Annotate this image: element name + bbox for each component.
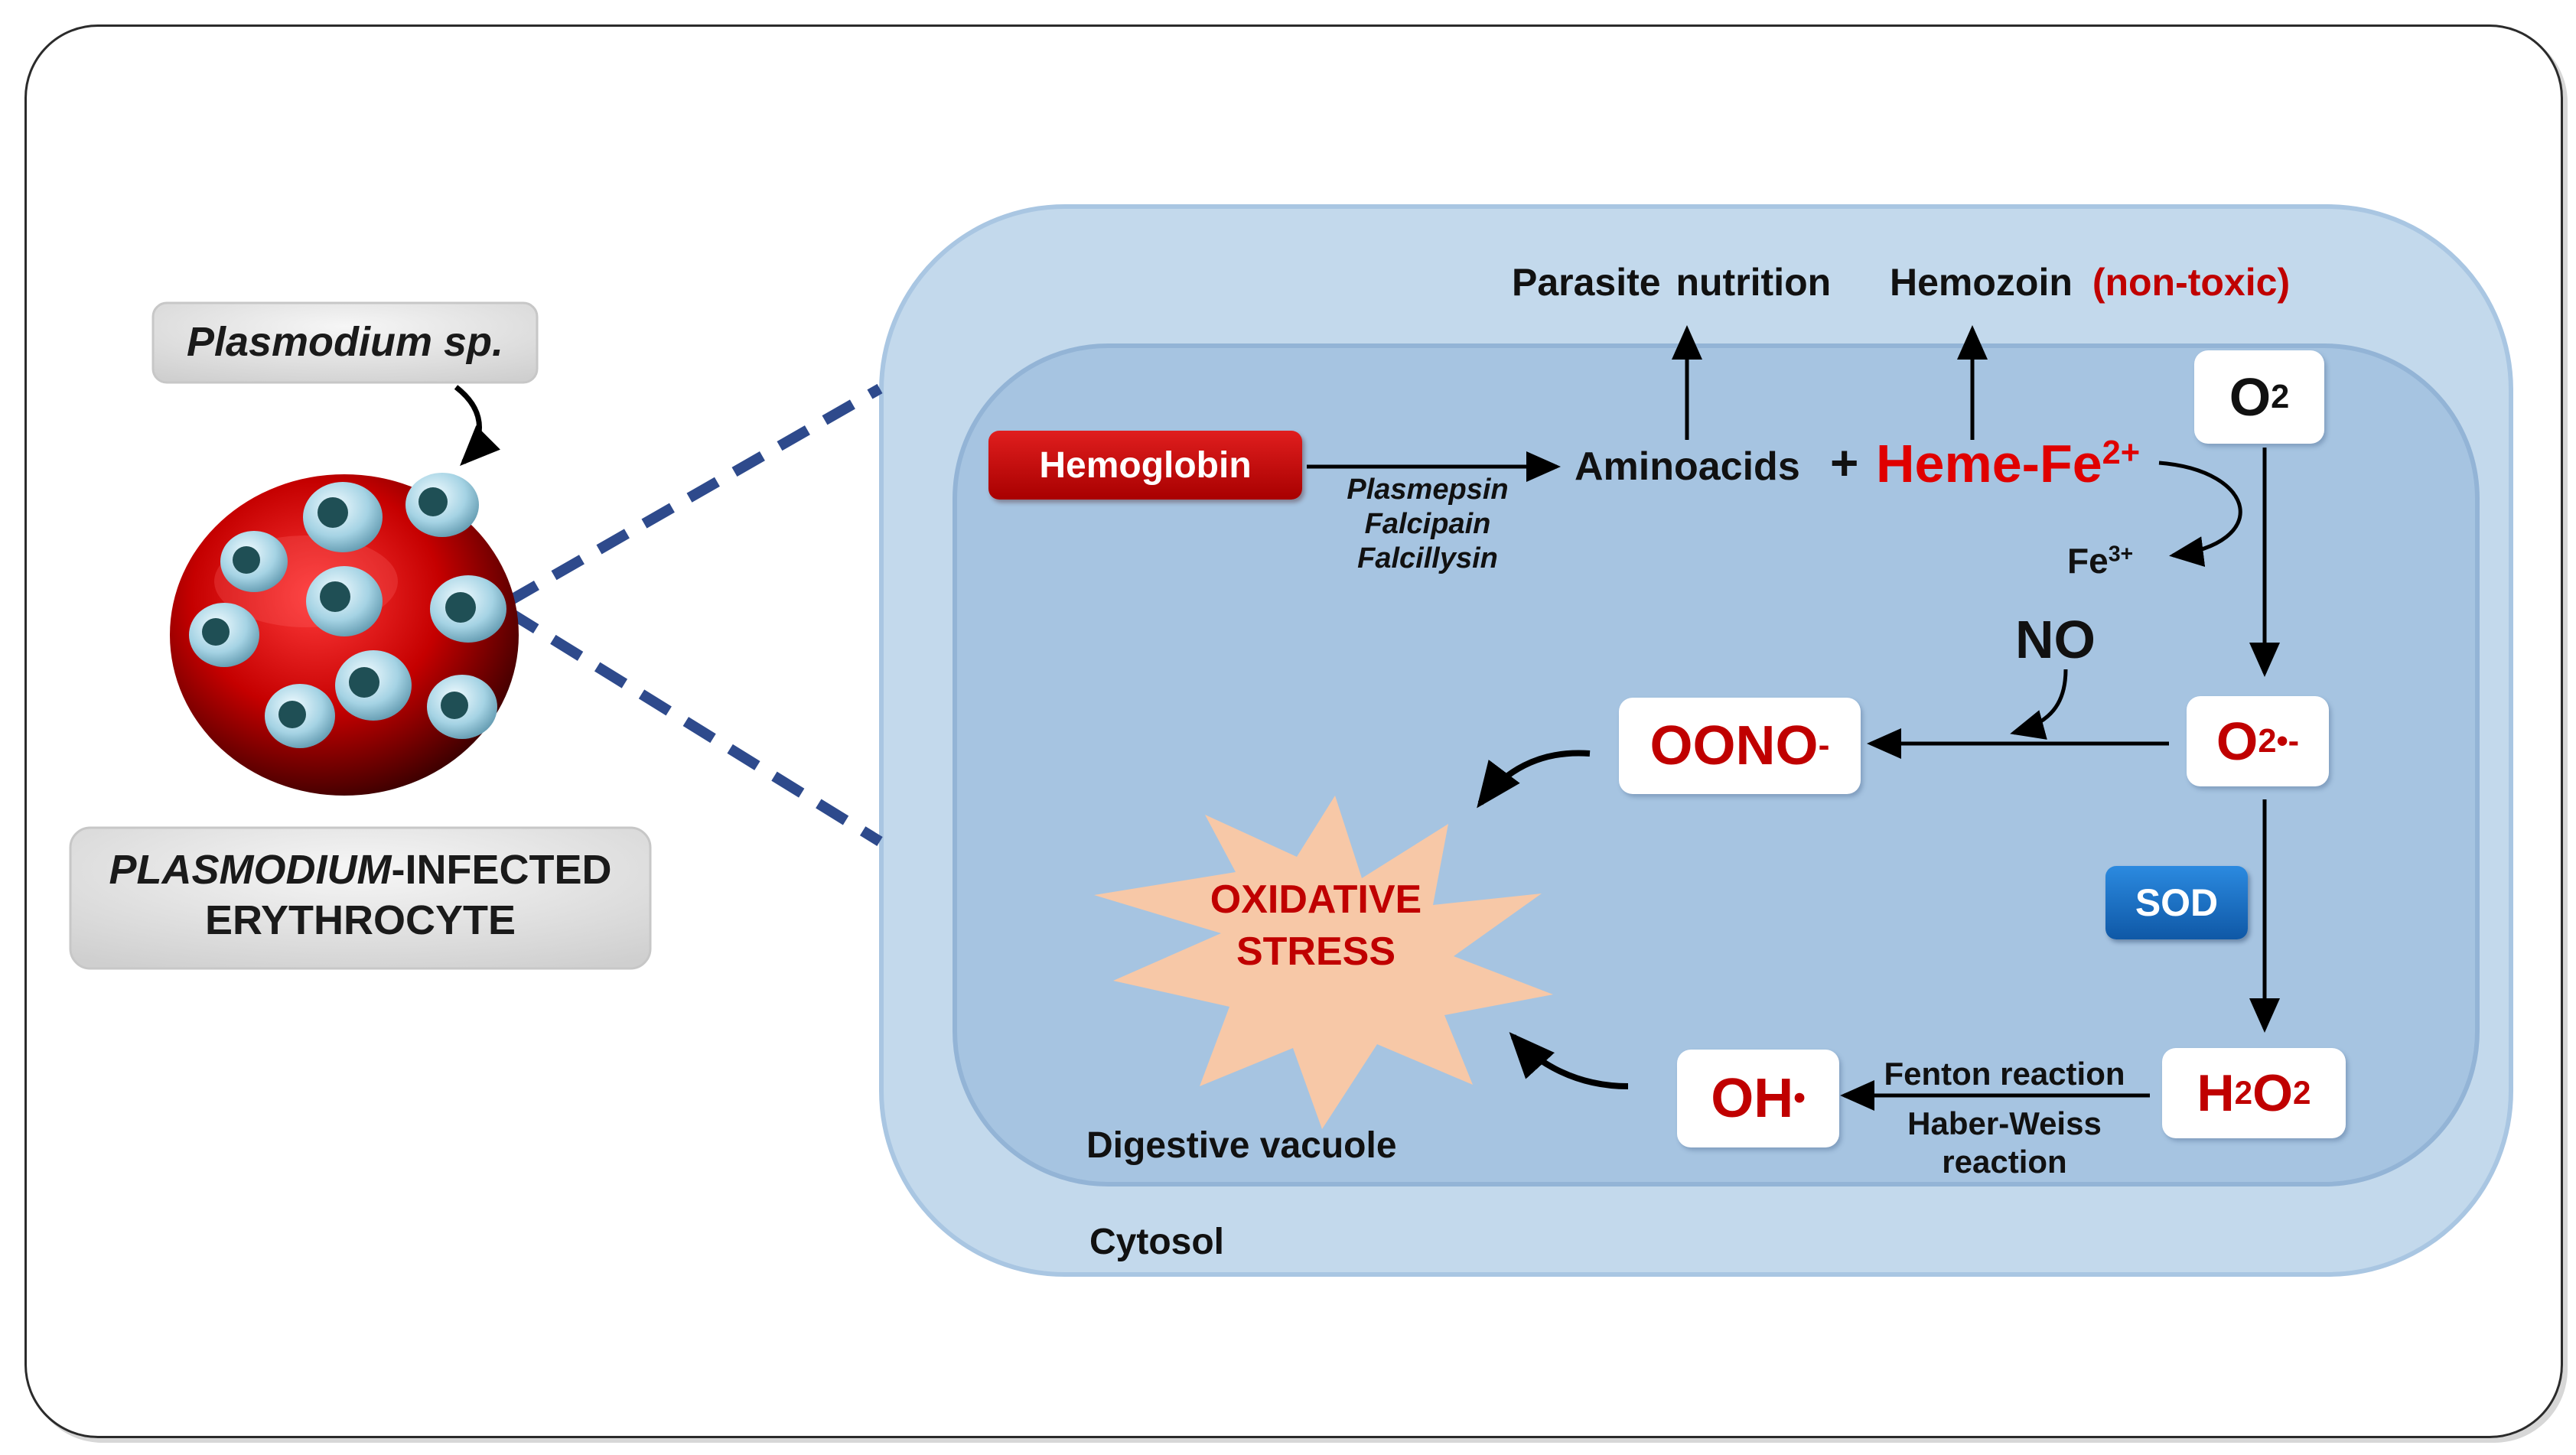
parasite [430, 575, 506, 643]
parasite [303, 482, 383, 552]
parasite [189, 603, 259, 667]
hydroxyl-base: OH [1711, 1068, 1794, 1129]
oxidative-stress-label: OXIDATIVE STRESS [1171, 874, 1461, 978]
erythrocyte-label: PLASMODIUM-INFECTED ERYTHROCYTE [70, 845, 650, 946]
enzyme-falcipain: Falcipain [1364, 508, 1491, 540]
free-merozoite [405, 473, 479, 537]
h2o2-h: H [2197, 1064, 2235, 1122]
peroxynitrite-sup: - [1818, 727, 1830, 764]
erythrocyte-label-rest: -INFECTED [391, 847, 612, 893]
parasite [427, 675, 497, 739]
zoom-connector-upper [506, 383, 883, 607]
zoom-connector-lower [506, 607, 883, 846]
aminoacids-label: Aminoacids [1575, 444, 1800, 489]
h2o2-sub2: 2 [2293, 1075, 2311, 1111]
parasite [265, 684, 335, 748]
erythrocyte-label-italic: PLASMODIUM [109, 847, 392, 893]
intracellular-parasites [189, 482, 506, 748]
slide-frame [24, 24, 2563, 1438]
pathogen-label: Plasmodium sp. [186, 319, 504, 365]
parasite-nutrition-label: Parasite nutrition [1512, 261, 1832, 304]
hemozoin-label: Hemozoin (non-toxic) [1890, 260, 2290, 304]
enzyme-plasmepsin: Plasmepsin [1347, 474, 1509, 506]
arrow-heme-oxidation [2158, 461, 2242, 567]
heme-base: Heme-Fe [1876, 434, 2102, 493]
arrow-hydroxyl-to-stress [1509, 1032, 1629, 1089]
pathogen-pointer-arrow [454, 385, 501, 466]
h2o2-o: O [2252, 1064, 2293, 1122]
cytosol-label: Cytosol [1089, 1222, 1225, 1262]
haber-weiss-line2: reaction [1942, 1144, 2067, 1180]
oxygen-sub: 2 [2271, 378, 2290, 415]
pathogen-label-box [151, 301, 539, 384]
superoxide-sub: 2 [2258, 722, 2277, 760]
parasite [220, 531, 288, 592]
peroxynitrite-base: OONO [1649, 715, 1819, 776]
non-toxic-text: (non-toxic) [2092, 261, 2291, 304]
sod-enzyme-box: SOD [2105, 866, 2248, 939]
superoxide-sup: •- [2276, 722, 2300, 760]
superoxide-base: O [2216, 711, 2258, 771]
vacuole-label: Digestive vacuole [1086, 1125, 1397, 1166]
arrow-no-input [2010, 669, 2068, 740]
enzyme-list: Plasmepsin Falcipain Falcillysin [1313, 473, 1542, 576]
arrow-peroxynitrite-to-stress [1477, 750, 1591, 809]
fenton-reaction-label: Fenton reaction [1884, 1056, 2125, 1092]
oxidative-stress-line1: OXIDATIVE [1210, 877, 1422, 922]
fe3-charge: 3+ [2108, 542, 2134, 567]
fe3-base: Fe [2067, 541, 2109, 581]
hydroxyl-radical-box: OH• [1677, 1050, 1839, 1147]
hydroxyl-sup: • [1793, 1079, 1806, 1117]
enzyme-falcillysin: Falcillysin [1357, 542, 1498, 575]
oxygen-base: O [2229, 367, 2272, 427]
heme-charge: 2+ [2102, 435, 2141, 472]
hemoglobin-box: Hemoglobin [988, 431, 1302, 500]
parasite [306, 566, 383, 636]
fe3-label: Fe3+ [2067, 540, 2133, 581]
erythrocyte-label-box [69, 826, 652, 970]
peroxynitrite-box: OONO- [1619, 698, 1861, 794]
heme-fe2-label: Heme-Fe2+ [1876, 433, 2140, 494]
nitric-oxide-label: NO [2015, 610, 2096, 669]
plus-sign: + [1830, 435, 1859, 490]
hemozoin-text: Hemozoin [1890, 261, 2073, 304]
erythrocyte-label-line2: ERYTHROCYTE [204, 897, 516, 943]
haber-weiss-line1: Haber-Weiss [1907, 1105, 2102, 1141]
haber-weiss-label: Haber-Weiss reaction [1867, 1105, 2142, 1181]
parasite [335, 650, 412, 721]
oxidative-stress-burst [1094, 796, 1553, 1129]
oxidative-stress-line2: STRESS [1236, 929, 1396, 974]
h2o2-sub1: 2 [2234, 1075, 2253, 1111]
